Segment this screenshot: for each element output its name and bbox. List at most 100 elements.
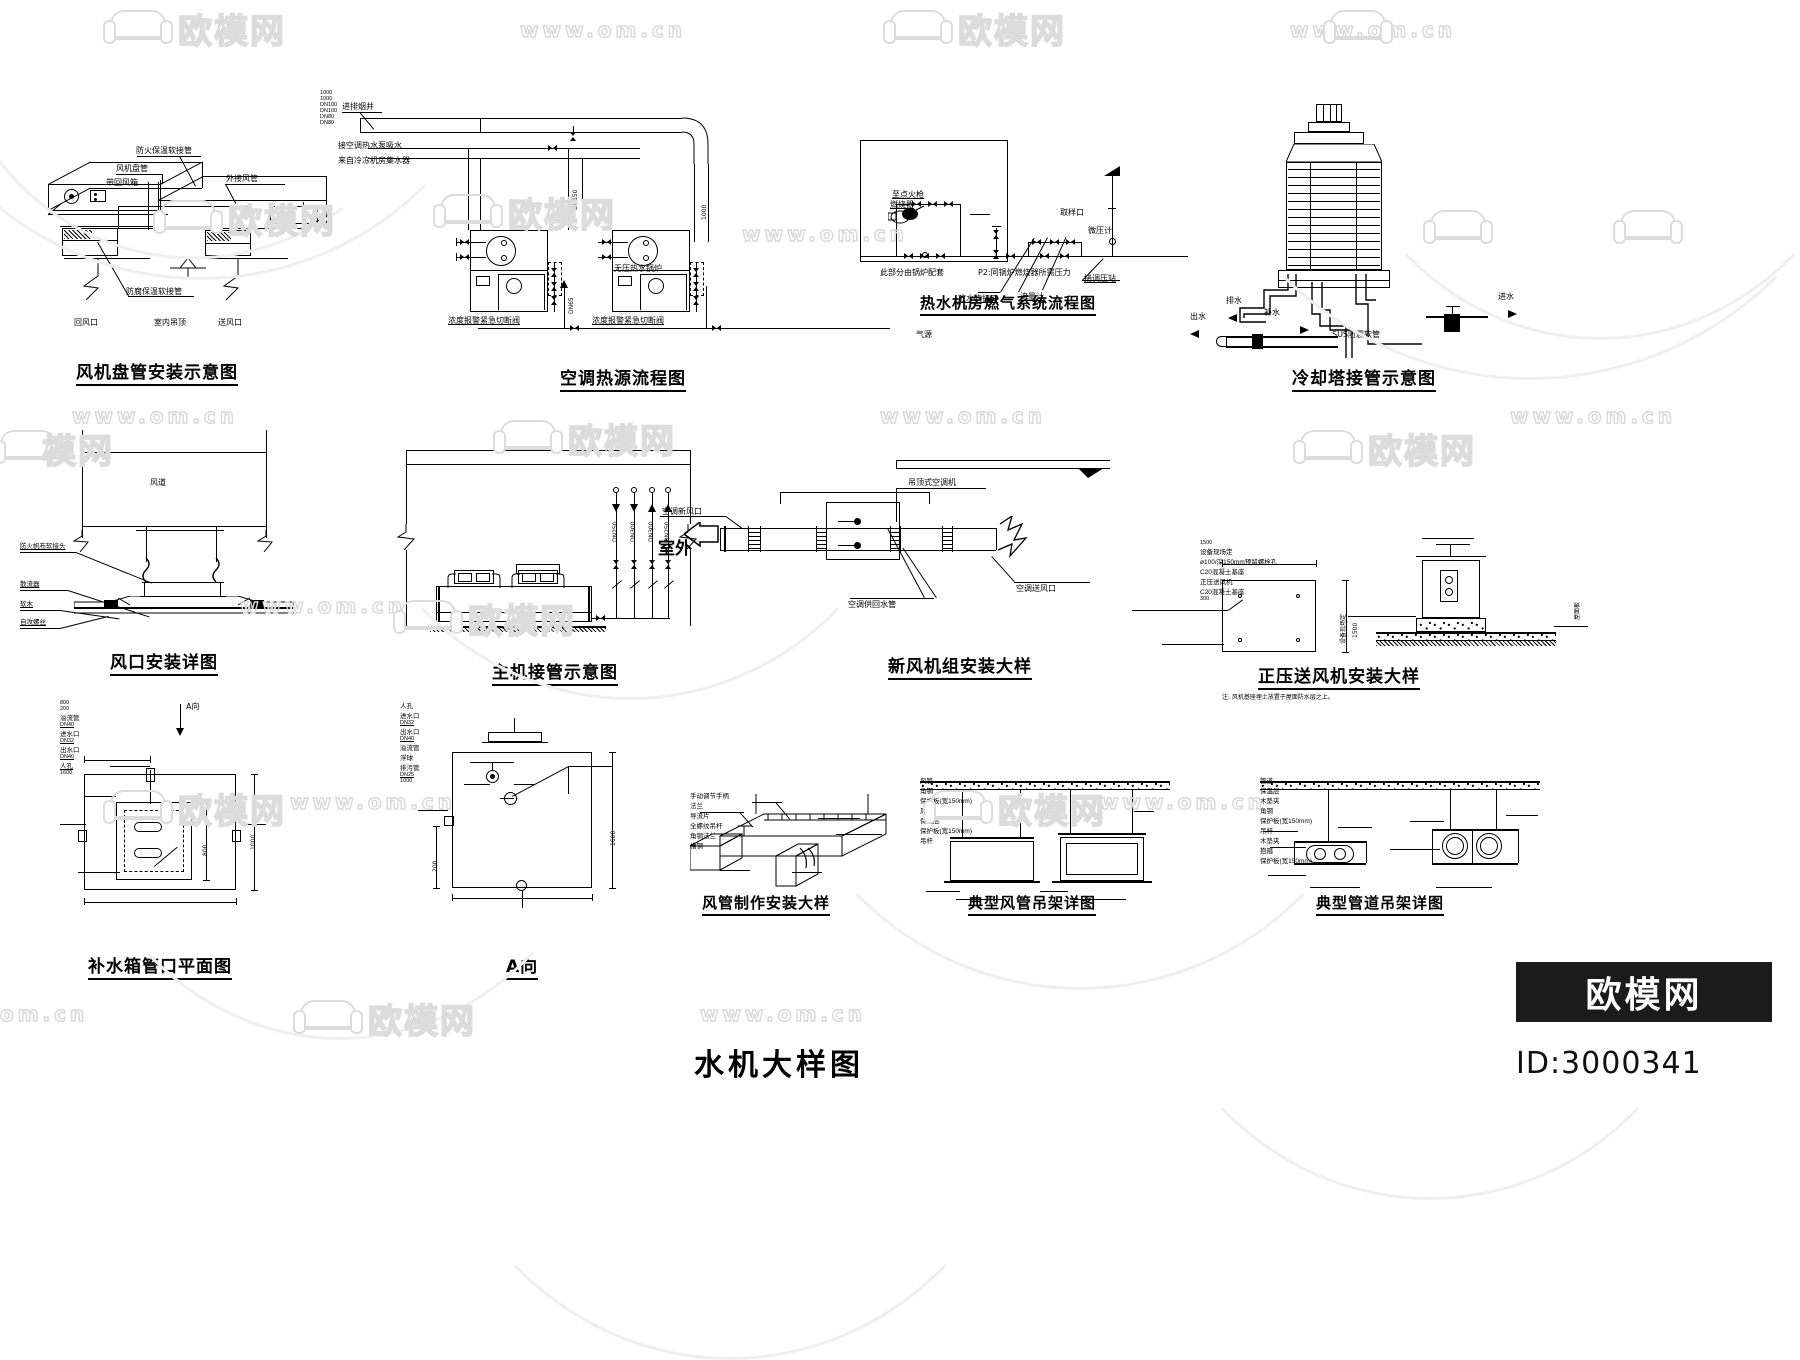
ceiling-symbol	[170, 258, 206, 278]
label-to-pilot: 至点火枪	[892, 190, 924, 199]
title-air-outlet: 风口安装详图	[110, 648, 218, 676]
manhole-dashed	[124, 810, 184, 872]
label-outlet-dn: DN40	[60, 754, 75, 760]
label-inlet: 进水口	[60, 731, 80, 738]
label-ceiling-ahu: 吊顶式空调机	[908, 478, 956, 487]
label-tower-outlet: 出水	[1190, 312, 1206, 321]
supply-air-arrow-icon	[998, 516, 1028, 559]
label-sus-hose: SUS防震软管	[1332, 330, 1381, 339]
label-full-thread-rod: 全螺纹吊杆	[690, 823, 723, 830]
label-dn300: DN300	[630, 521, 637, 542]
label-outdoor: 室外	[658, 539, 692, 559]
label-protect-board: 保护板(宽150mm)	[920, 798, 973, 805]
label-self-tapping-screw: 自攻螺丝	[20, 618, 46, 626]
title-pipe-hanger: 典型管道吊架详图	[1316, 892, 1445, 916]
panel-pipe-hanger: 管道 保温层 木垫夹 角钢 保护板(宽150mm) 吊杆 木垫夹 抱箍 保护板(…	[1260, 775, 1540, 905]
panel-pressure-fan: 1500 设备现场定 1500 设备现场定 ø100/深150mm预留螺栓孔 C…	[1132, 538, 1600, 690]
break-symbol	[82, 258, 100, 300]
label-overflow-dn: DN40	[60, 722, 75, 728]
panel-air-outlet: 风道	[20, 430, 300, 640]
sheet-main-title: 水机大样图	[694, 1048, 864, 1083]
panel-duct-fabrication: 手动调节手柄 法兰 导流片 全螺纹吊杆 角钢法兰 槽钢	[690, 790, 940, 900]
panel-makeup-tank-plan: A向 800 200 溢流管 DN40 进水口 DN32 出水口 DN40	[60, 700, 320, 915]
label-dim-800b: 800	[202, 844, 209, 856]
label-supply-air-outlet: 空调送风口	[1016, 584, 1056, 593]
label-burner: 燃烧器	[890, 200, 914, 209]
label-fan-coil: 风机盘管	[116, 164, 148, 173]
label-wood-block: 木垫夹	[1260, 798, 1280, 805]
panel-fan-coil-unit: 防火保温软接管 风机盘管 带回风箱 外接风管 防腐保温软接管 回风口 室内吊顶 …	[30, 110, 340, 400]
label-overflow: 溢流管	[60, 715, 80, 722]
label-bolt-hole: ø100/深150mm预留螺栓孔	[1200, 559, 1278, 566]
label-angle-steel-flange: 角钢法兰	[690, 833, 716, 840]
duct-iso	[690, 794, 887, 887]
label-drain-dn-a: DN25	[400, 772, 415, 778]
label-drain-purge: 放水吹扫口	[958, 294, 998, 303]
break-symbol	[222, 258, 240, 300]
label-height-1500: 1500	[1352, 622, 1359, 638]
panel-heat-source: 1000 1000 1000 DN150	[320, 90, 932, 339]
label-tower-makeup: 补水	[1264, 308, 1280, 317]
label-diffuser: 散流器	[20, 580, 40, 588]
label-drain-a: 排污管	[400, 765, 420, 772]
label-to-hw-pump: 接空调热水泵吸水	[338, 141, 402, 150]
label-width-1500: 1500	[1200, 540, 1213, 546]
label-float-ball: 浮球	[400, 755, 413, 762]
label-gas-source: 气源	[916, 330, 932, 339]
label-dim-1000: 1000	[250, 834, 257, 850]
vent-cap-icon	[1104, 166, 1120, 176]
title-makeup-tank-plan: 补水箱管口平面图	[88, 952, 232, 980]
label-outlet-dn-a: DN40	[400, 736, 415, 742]
title-duct-fabrication: 风管制作安装大样	[702, 892, 831, 916]
label-shutoff-valve-1: 浓度报警紧急切断阀	[448, 316, 520, 325]
label-tower-inlet: 进水	[1498, 292, 1514, 301]
duct-elbow	[681, 117, 709, 164]
break-symbol	[396, 524, 416, 550]
title-fan-coil-unit: 风机盘管安装示意图	[76, 358, 238, 386]
break-symbol	[678, 524, 698, 550]
label-ceiling: 室内吊顶	[154, 318, 186, 327]
label-onsite: 设备现场定	[1200, 549, 1233, 556]
asset-id-label: ID:3000341	[1516, 1046, 1702, 1081]
label-onsite-height: 设备现场定	[1340, 613, 1347, 644]
note-pressure-fan: 注: 风机基座埋土放置于屋面防水层之上。	[1222, 694, 1334, 701]
label-inlet-dn: DN32	[60, 738, 75, 744]
label-clamp: 抱箍	[1260, 848, 1273, 855]
title-duct-hanger: 典型风管吊架详图	[968, 892, 1097, 916]
label-outlet-a: 出水口	[400, 729, 420, 736]
label-from-collector: 来自冷冻机房集水器	[338, 156, 410, 165]
label-arrow-a: A向	[186, 702, 200, 711]
tower-piping	[1239, 274, 1422, 358]
label-supply-grille: 送风口	[218, 318, 242, 327]
label-inlet-a: 进水口	[400, 713, 420, 720]
label-sample-port: 取样口	[1060, 208, 1084, 217]
label-dim-1600-a: 1600	[610, 830, 617, 846]
title-heat-source: 空调热源流程图	[560, 364, 686, 392]
label-flange: 法兰	[690, 803, 703, 810]
label-boiler-name: 无压热水锅炉	[614, 264, 662, 273]
label-protect-board-ph: 保护板(宽150mm)	[1260, 818, 1313, 825]
label-shutoff-valve-2: 浓度报警紧急切断阀	[592, 316, 664, 325]
label-boiler-supplied: 此部分由锅炉配套	[880, 268, 944, 277]
label-base-c20: C20混凝土基座	[1200, 569, 1245, 576]
label-exhaust-shaft: 进排烟井	[342, 102, 374, 111]
label-rod-dh: 吊杆	[920, 838, 933, 845]
label-manhole-a: 人孔	[400, 703, 413, 710]
label-flow-meter: 流量计	[1020, 292, 1044, 301]
flex-joint	[1252, 334, 1263, 349]
label-return-box: 带回风箱	[106, 178, 138, 187]
label-pressure-fan: 正压送风机	[1200, 579, 1233, 586]
label-insulation-ph: 保温层	[1260, 788, 1280, 795]
label-overflow-a: 溢流管	[400, 745, 420, 752]
label-anticorr-hose: 防腐保温软接管	[126, 287, 182, 296]
label-dim-800: 800	[60, 700, 70, 706]
compressor-piping	[511, 573, 565, 588]
label-p2-note: P2:同锅炉燃烧器所需压力	[978, 268, 1071, 277]
label-tower-drain: 排水	[1226, 296, 1242, 305]
compressor-piping	[447, 573, 501, 588]
title-ahu: 新风机组安装大样	[888, 652, 1032, 680]
panel-section-a: 人孔 进水口 DN32 出水口 DN40 溢流管 浮球 排污管 DN25	[400, 700, 650, 915]
title-section-a: A向	[506, 952, 539, 980]
label-fireproof-hose: 防火保温软接管	[136, 146, 192, 155]
